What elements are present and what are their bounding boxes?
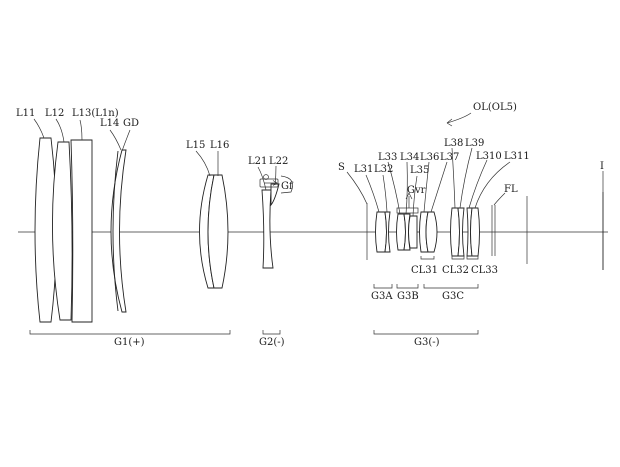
label-l16: L16: [210, 140, 229, 151]
lens-l13: [71, 140, 92, 322]
label-system: OL(OL5): [473, 102, 517, 113]
lens-l31: [376, 212, 387, 252]
label-l310: L310: [476, 151, 502, 162]
group-g2-bracket: [263, 330, 280, 334]
label-gvr: Gvr: [407, 185, 426, 196]
label-l32: L32: [374, 164, 393, 175]
label-image: I: [600, 161, 604, 172]
label-fl: FL: [504, 184, 518, 195]
label-g3b: G3B: [397, 291, 419, 302]
label-cl33: CL33: [471, 265, 498, 276]
label-l37: L37: [440, 152, 459, 163]
lens-l12: [52, 142, 72, 320]
label-l38: L38: [444, 138, 463, 149]
label-l39: L39: [465, 138, 484, 149]
label-g3c: G3C: [442, 291, 464, 302]
label-g1: G1(+): [114, 337, 145, 348]
label-g2: G2(-): [259, 337, 285, 348]
label-l35: L35: [410, 165, 429, 176]
label-l34: L34: [400, 152, 419, 163]
label-l31: L31: [354, 164, 373, 175]
label-g3a: G3A: [371, 291, 393, 302]
label-l21: L21: [248, 156, 267, 167]
subgroup-brackets: [374, 284, 478, 288]
label-gf: Gf: [281, 181, 294, 192]
label-stop: S: [338, 162, 345, 173]
label-l33: L33: [378, 152, 397, 163]
label-l36: L36: [420, 152, 439, 163]
lens-l38: [451, 208, 460, 256]
label-l14: L14: [100, 118, 119, 129]
group-g1-bracket: [30, 330, 230, 334]
label-l311: L311: [504, 151, 530, 162]
filter-fl: [492, 205, 495, 256]
label-l12: L12: [45, 108, 64, 119]
label-gd: GD: [123, 118, 139, 129]
label-l11: L11: [16, 108, 35, 119]
vibration-arrow-indicator: [397, 193, 418, 213]
lens-l35: [409, 216, 418, 248]
label-g3: G3(-): [414, 337, 440, 348]
label-l15: L15: [186, 140, 205, 151]
lens-l16: [208, 175, 228, 288]
lens-l33: [397, 214, 406, 250]
group-g3-bracket: [374, 330, 478, 334]
label-l22: L22: [269, 156, 288, 167]
label-cl31: CL31: [411, 265, 438, 276]
lens-l37: [426, 212, 437, 252]
lens-l311: [471, 208, 480, 256]
label-cl32: CL32: [442, 265, 469, 276]
